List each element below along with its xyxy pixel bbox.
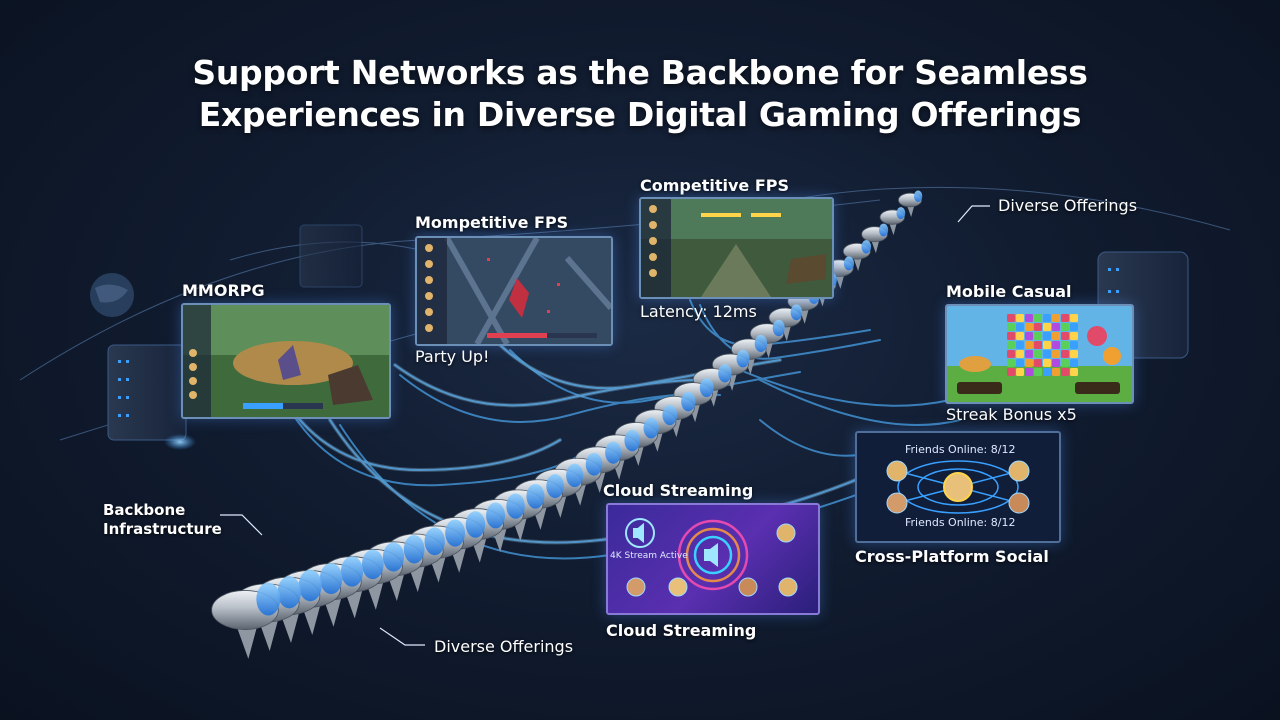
candy-tile	[1007, 314, 1015, 322]
label-mobile-casual: Mobile Casual	[946, 282, 1072, 301]
candy-tile	[1043, 341, 1051, 349]
label-streak-bonus: Streak Bonus x5	[946, 405, 1077, 424]
candy-tile	[1061, 314, 1069, 322]
label-mompetitive-fps: Mompetitive FPS	[415, 213, 569, 232]
label-backbone-line1: Backbone	[103, 501, 186, 519]
vertebra	[211, 582, 281, 659]
candy-tile	[1061, 359, 1069, 367]
candy-tile	[1025, 314, 1033, 322]
label-cross-platform-social: Cross-Platform Social	[855, 547, 1049, 566]
server-rack-icon-left	[107, 344, 196, 450]
vertebra	[842, 240, 872, 272]
candy-tile	[1052, 332, 1060, 340]
speaker-icon	[704, 543, 718, 567]
candy-tile	[1007, 323, 1015, 331]
candy-tile	[1070, 341, 1078, 349]
candy-tile	[1034, 332, 1042, 340]
candy-tile	[1007, 341, 1015, 349]
candy-tile	[1052, 350, 1060, 358]
candy-tile	[1052, 314, 1060, 322]
server-rack-icon-back	[299, 224, 363, 288]
label-party-up: Party Up!	[415, 347, 490, 366]
vertebra	[673, 378, 714, 423]
vertebra	[898, 190, 923, 217]
friends-online-bottom: Friends Online: 8/12	[905, 516, 1016, 529]
candy-tile	[1016, 368, 1024, 376]
label-mmorpg: MMORPG	[182, 281, 265, 300]
label-backbone-line2: Infrastructure	[103, 520, 222, 538]
avatar-icon	[886, 460, 1030, 514]
label-cloud-streaming-bottom: Cloud Streaming	[606, 621, 757, 640]
cloud-streaming-panel: 4K Stream Active	[606, 503, 820, 615]
spine-backbone	[211, 190, 923, 659]
label-latency: Latency: 12ms	[640, 302, 757, 321]
stream-active-text: 4K Stream Active	[610, 551, 688, 561]
candy-tile	[1016, 323, 1024, 331]
candy-tile	[1007, 350, 1015, 358]
candy-tile	[1043, 332, 1051, 340]
candy-tile	[1034, 350, 1042, 358]
candy-tile	[1061, 332, 1069, 340]
friends-online-top: Friends Online: 8/12	[905, 443, 1016, 456]
candy-tile	[1034, 368, 1042, 376]
candy-tile	[1016, 332, 1024, 340]
candy-tile	[1070, 359, 1078, 367]
candy-tile	[1061, 341, 1069, 349]
candy-tile	[1007, 368, 1015, 376]
candy-tile	[1043, 323, 1051, 331]
candy-tile	[1043, 359, 1051, 367]
candy-tile	[1025, 332, 1033, 340]
candy-tile	[1016, 341, 1024, 349]
vertebra	[879, 207, 906, 236]
candy-tile	[1061, 368, 1069, 376]
candy-tile	[1061, 323, 1069, 331]
candy-tile	[1025, 359, 1033, 367]
callout-lines	[220, 205, 990, 646]
candy-tile	[1025, 368, 1033, 376]
candy-tile	[1016, 350, 1024, 358]
competitive-fps-screenshot	[639, 197, 834, 299]
globe-icon	[90, 273, 134, 317]
avatar-icon	[626, 523, 798, 597]
candy-tile	[1025, 341, 1033, 349]
label-cloud-streaming-top: Cloud Streaming	[603, 481, 754, 500]
label-competitive-fps: Competitive FPS	[640, 176, 790, 195]
candy-tile	[1043, 368, 1051, 376]
candy-tile	[1061, 350, 1069, 358]
candy-tile	[1052, 341, 1060, 349]
candy-tile	[1016, 359, 1024, 367]
label-backbone-infrastructure: Backbone Infrastructure	[103, 501, 222, 539]
speaker-icon-small	[625, 518, 655, 548]
mobile-casual-screenshot	[945, 304, 1134, 404]
title-line-2: Experiences in Diverse Digital Gaming Of…	[198, 95, 1082, 134]
candy-tile	[1070, 323, 1078, 331]
candy-tile	[1052, 368, 1060, 376]
candy-tile	[1043, 350, 1051, 358]
candy-tile	[1034, 359, 1042, 367]
candy-tile	[1070, 314, 1078, 322]
candy-tile	[1025, 323, 1033, 331]
candy-tile	[1034, 341, 1042, 349]
candy-tile	[1043, 314, 1051, 322]
label-diverse-offerings-bottom: Diverse Offerings	[434, 637, 574, 656]
candy-tile	[1070, 332, 1078, 340]
title-line-1: Support Networks as the Backbone for Sea…	[192, 53, 1088, 92]
candy-tile	[1034, 314, 1042, 322]
vertebra	[861, 223, 889, 254]
mompetitive-fps-screenshot	[415, 236, 613, 346]
page-title: Support Networks as the Backbone for Sea…	[0, 52, 1280, 136]
candy-tile	[1052, 359, 1060, 367]
cross-platform-social-panel: Friends Online: 8/12 Friends Online: 8/1…	[855, 431, 1061, 543]
candy-tile	[1070, 350, 1078, 358]
label-diverse-offerings-top: Diverse Offerings	[998, 196, 1138, 215]
candy-tile	[1016, 314, 1024, 322]
candy-tile	[1070, 368, 1078, 376]
candy-tile	[1007, 359, 1015, 367]
mmorpg-screenshot	[181, 303, 391, 419]
candy-tile	[1052, 323, 1060, 331]
candy-tile	[1007, 332, 1015, 340]
candy-tile	[1025, 350, 1033, 358]
candy-tile	[1034, 323, 1042, 331]
